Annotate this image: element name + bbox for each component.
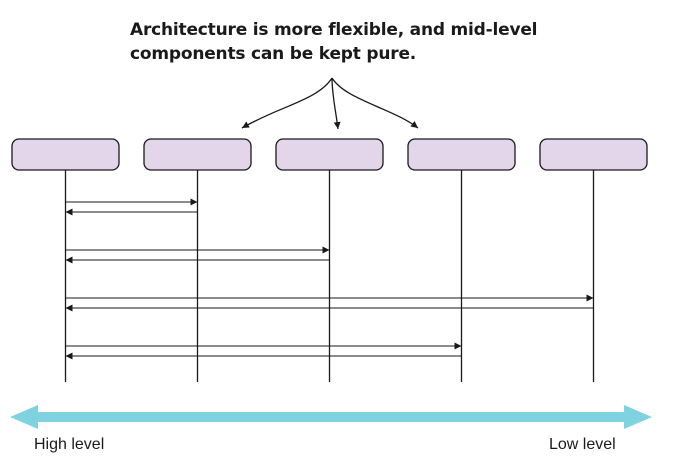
annotation-line-2: components can be kept pure. [130,44,417,64]
call-arrows [65,198,594,360]
components [11,138,648,171]
annotation-text: Architecture is more flexible, and mid-l… [130,18,610,66]
component-box-c3 [275,138,384,171]
annotation-arrow-1 [241,77,333,129]
high-level-label: High level [34,436,105,453]
lifelines [64,170,595,382]
component-box-c5 [539,138,648,171]
component-box-c2 [143,138,252,171]
annotation-arrow-2 [331,77,341,130]
component-box-c1 [11,138,120,171]
level-axis-arrow [10,405,652,429]
low-level-label: Low level [549,436,616,453]
annotation-line-1: Architecture is more flexible, and mid-l… [130,20,538,40]
level-axis [10,405,652,429]
annotation-arrows [241,77,419,130]
annotation-arrow-3 [331,77,419,129]
component-box-c4 [407,138,516,171]
